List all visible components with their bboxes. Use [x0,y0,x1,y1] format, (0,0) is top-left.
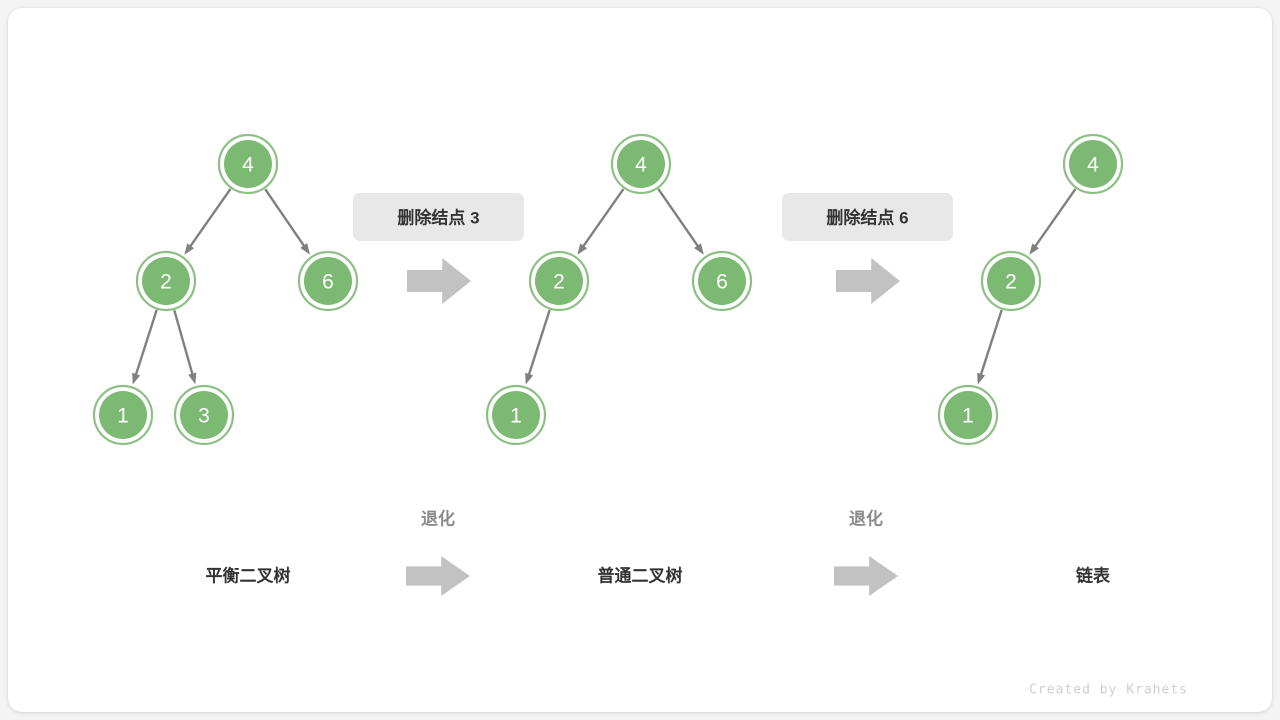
node-value-label: 6 [716,271,728,294]
node-value-label: 1 [962,405,974,428]
node-value-label: 2 [160,271,172,294]
node-disc [99,391,147,439]
transition-1-degrade-label: 退化 [421,509,455,529]
transition-1: 删除结点 3 退化 [353,193,524,596]
captions-layer: 平衡二叉树 普通二叉树 链表 [206,566,1112,586]
node-disc [698,257,746,305]
stage-linkedlist-node-2: 2 [980,250,1042,312]
stage-balanced-node-3: 3 [173,384,235,446]
node-disc [180,391,228,439]
stage-linkedlist-edge-4-2 [1029,188,1077,255]
stage-ordinary-node-1: 1 [485,384,547,446]
stage-linkedlist-edge-2-1 [977,309,1003,385]
stage-ordinary-node-2: 2 [528,250,590,312]
stage-ordinary-node-6: 6 [691,250,753,312]
transition-2: 删除结点 6 退化 [782,193,953,596]
node-disc [987,257,1035,305]
node-disc [944,391,992,439]
transition-1-operation-box [353,193,524,241]
node-disc [224,140,272,188]
stage-ordinary-edge-2-1 [525,309,551,385]
stage-balanced-edge-4-2 [184,188,232,255]
transition-2-operation-box [782,193,953,241]
node-disc [535,257,583,305]
stage-linkedlist-node-1: 1 [937,384,999,446]
node-disc [304,257,352,305]
stage-balanced-edge-2-1 [132,309,158,385]
node-value-label: 1 [117,405,129,428]
node-value-label: 3 [198,405,210,428]
node-value-label: 2 [553,271,565,294]
node-disc [492,391,540,439]
stage-balanced-node-4: 4 [217,133,279,195]
stage-balanced-edge-4-6 [264,188,310,255]
nodes-layer: 4 2 6 1 3 4 2 6 1 4 2 1 [92,133,1124,446]
figure-card: 4 2 6 1 3 4 2 6 1 4 2 1 删除结点 3 退化 删除结点 6 退化 平衡二叉树 普通二叉树… [8,8,1272,712]
transition-2-degrade-label: 退化 [849,509,883,529]
edges-layer [132,188,1077,385]
stage-balanced-caption: 平衡二叉树 [206,566,291,586]
stage-linkedlist-node-4: 4 [1062,133,1124,195]
transition-2-operation-label: 删除结点 6 [826,208,908,228]
node-value-label: 4 [242,154,254,177]
stage-balanced-edge-2-3 [173,310,197,385]
stage-ordinary-caption: 普通二叉树 [598,566,683,586]
watermark-layer: Created by Krahets [1029,683,1188,698]
transition-2-degrade-block-arrow-icon [834,556,898,596]
node-disc [142,257,190,305]
transition-1-operation-label: 删除结点 3 [397,208,479,228]
node-value-label: 1 [510,405,522,428]
transition-1-degrade-block-arrow-icon [406,556,470,596]
watermark-label: Created by Krahets [1029,683,1188,698]
stage-ordinary-edge-4-6 [657,188,704,255]
node-value-label: 4 [1087,154,1099,177]
stage-ordinary-node-4: 4 [610,133,672,195]
node-disc [1069,140,1117,188]
node-disc [617,140,665,188]
tree-degeneration-diagram: 4 2 6 1 3 4 2 6 1 4 2 1 删除结点 3 退化 删除结点 6 退化 平衡二叉树 普通二叉树… [92,133,1188,698]
transition-1-block-arrow-icon [407,258,471,304]
transitions-layer: 删除结点 3 退化 删除结点 6 退化 [353,193,953,596]
stage-balanced-node-2: 2 [135,250,197,312]
stage-balanced-node-6: 6 [297,250,359,312]
stage-ordinary-edge-4-2 [577,188,625,255]
stage-balanced-node-1: 1 [92,384,154,446]
node-value-label: 2 [1005,271,1017,294]
node-value-label: 4 [635,154,647,177]
node-value-label: 6 [322,271,334,294]
stage-linkedlist-caption: 链表 [1076,566,1111,586]
transition-2-block-arrow-icon [836,258,900,304]
